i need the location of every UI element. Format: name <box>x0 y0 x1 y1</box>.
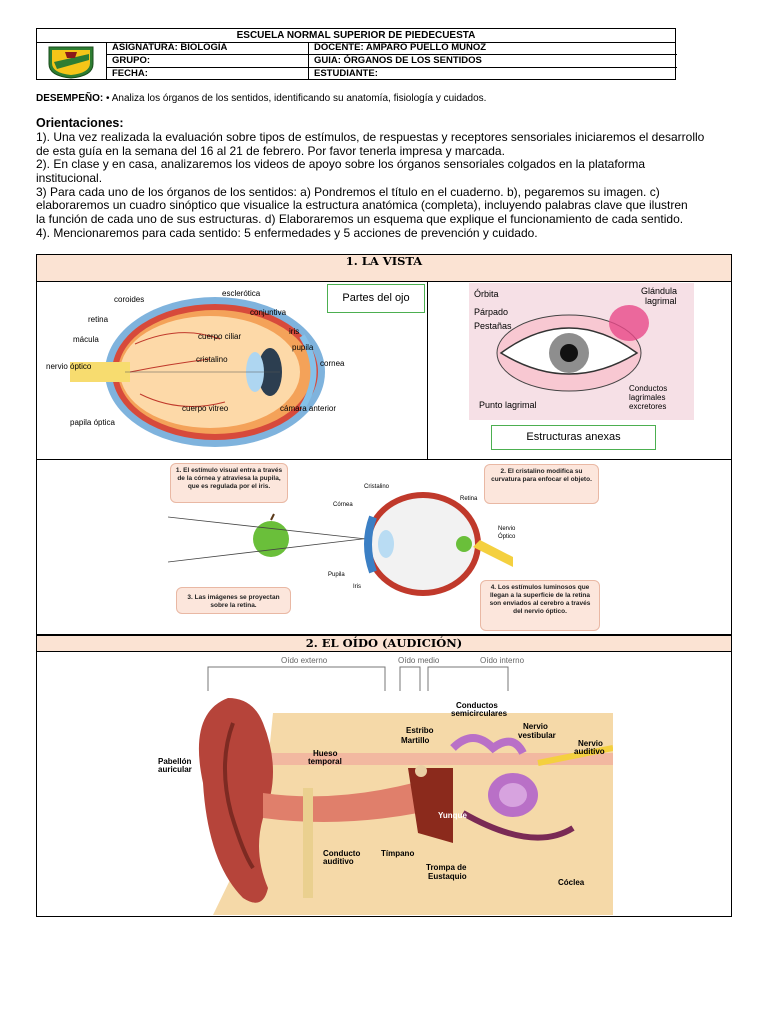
desempeno-text: • Analiza los órganos de los sentidos, i… <box>103 93 487 104</box>
label-pestanas: Pestañas <box>474 321 512 331</box>
label-pupila: pupila <box>292 343 314 352</box>
desempeno: DESEMPEÑO: • Analiza los órganos de los … <box>36 93 486 104</box>
label-parpado: Párpado <box>474 307 508 317</box>
label-timpano: Tímpano <box>381 849 414 858</box>
orientaciones-title: Orientaciones: <box>36 116 124 130</box>
label-cuerpo-vitreo: cuerpo vitreo <box>182 404 229 413</box>
label-retina-proc: Retina <box>460 496 478 502</box>
label-yunque: Yunque <box>438 811 467 820</box>
label-conductos-1: Conductos <box>456 701 498 710</box>
label-martillo: Martillo <box>401 736 430 745</box>
label-coroides: coroides <box>114 295 144 304</box>
label-oido-externo: Oído externo <box>281 656 328 665</box>
header-table: ESCUELA NORMAL SUPERIOR DE PIEDECUESTA A… <box>36 28 677 80</box>
label-nervio-proc-1: Nervio <box>498 526 516 532</box>
guia: GUIA: ÓRGANOS DE LOS SENTIDOS <box>314 55 482 66</box>
label-esclerotica: esclerótica <box>222 289 261 298</box>
label-glandula-2: lagrimal <box>645 296 677 306</box>
label-conducto-1: Conducto <box>323 849 360 858</box>
label-oido-medio: Oído medio <box>398 656 440 665</box>
label-coclea: Cóclea <box>558 878 585 887</box>
docente: DOCENTE: AMPARO PUELLO MUÑOZ <box>314 42 487 53</box>
label-cornea-proc: Córnea <box>333 502 353 508</box>
label-macula: mácula <box>73 335 99 344</box>
label-trompa-1: Trompa de <box>426 863 467 872</box>
estudiante: ESTUDIANTE: <box>314 68 378 79</box>
orient-p1b: de esta guía en la semana del 16 al 21 d… <box>36 144 505 158</box>
label-hueso-1: Hueso <box>313 749 338 758</box>
label-orbita: Órbita <box>474 289 499 299</box>
school-name: ESCUELA NORMAL SUPERIOR DE PIEDECUESTA <box>37 29 675 43</box>
orient-p1a: 1). Una vez realizada la evaluación sobr… <box>36 130 705 144</box>
eye-annex-diagram: Órbita Párpado Pestañas Glándula lagrima… <box>469 283 694 420</box>
orient-p3c: la función de cada uno de sus estructura… <box>36 212 684 226</box>
step-2-callout: 2. El cristalino modifica su curvatura p… <box>484 464 599 504</box>
step-4-callout: 4. Los estímulos luminosos que llegan a … <box>480 580 600 631</box>
label-conductos-3: excretores <box>629 402 666 411</box>
vista-frame <box>36 281 732 635</box>
label-conductos-2: semicirculares <box>451 709 508 718</box>
label-nervio-aud-1: Nervio <box>578 739 603 748</box>
label-cristalino-proc: Cristalino <box>364 484 390 490</box>
label-retina: retina <box>88 315 109 324</box>
oido-title: 2. EL OÍDO (AUDICIÓN) <box>36 635 732 652</box>
label-cristalino: cristalino <box>196 355 228 364</box>
label-glandula-1: Glándula <box>641 286 677 296</box>
orient-p2a: 2). En clase y en casa, analizaremos los… <box>36 157 646 171</box>
oido-frame <box>36 651 732 917</box>
label-conductos-1: Conductos <box>629 384 667 393</box>
label-oido-interno: Oído interno <box>480 656 525 665</box>
step-3-callout: 3. Las imágenes se proyectan sobre la re… <box>176 587 291 614</box>
label-cuerpo-ciliar: cuerpo ciliar <box>198 332 241 341</box>
vista-title: 1. LA VISTA <box>36 254 732 282</box>
label-trompa-2: Eustaquio <box>428 872 467 881</box>
desempeno-label: DESEMPEÑO: <box>36 93 104 104</box>
school-logo <box>37 42 107 80</box>
label-punto-lagrimal: Punto lagrimal <box>479 400 537 410</box>
step-1-callout: 1. El estímulo visual entra a través de … <box>170 463 288 503</box>
orient-p2b: institucional. <box>36 171 103 185</box>
label-nervio-proc-2: Óptico <box>498 533 516 540</box>
label-iris-proc: Iris <box>353 584 361 590</box>
label-pabellon-1: Pabellón <box>158 757 191 766</box>
label-camara-anterior: cámara anterior <box>280 404 336 413</box>
partes-del-ojo-label: Partes del ojo <box>327 284 425 313</box>
orient-p3a: 3) Para cada uno de los órganos de los s… <box>36 185 660 199</box>
ear-anatomy-diagram: Oído externo Oído medio Oído interno Con… <box>153 653 613 915</box>
label-papila-optica: papila óptica <box>70 418 115 427</box>
label-pupila-proc: Pupila <box>328 572 345 578</box>
label-conductos-2: lagrimales <box>629 393 665 402</box>
label-nervio-vest-2: vestibular <box>518 731 556 740</box>
orient-p3b: elaboraremos un cuadro sinóptico que vis… <box>36 198 688 212</box>
label-estribo: Estribo <box>406 726 434 735</box>
grupo: GRUPO: <box>112 55 150 66</box>
label-conjuntiva: conjuntiva <box>250 308 287 317</box>
asignatura: ASIGNATURA: BIOLOGÍA <box>112 42 228 53</box>
label-nervio-optico: nervio óptico <box>46 362 92 371</box>
shield-icon <box>48 46 94 79</box>
orient-p4: 4). Mencionaremos para cada sentido: 5 e… <box>36 226 538 240</box>
label-nervio-vest-1: Nervio <box>523 722 548 731</box>
estructuras-anexas-label: Estructuras anexas <box>491 425 656 450</box>
label-nervio-aud-2: auditivo <box>574 747 605 756</box>
label-hueso-2: temporal <box>308 757 342 766</box>
label-pabellon-2: auricular <box>158 765 192 774</box>
label-cornea: cornea <box>320 359 345 368</box>
label-iris: iris <box>289 327 299 336</box>
eye-anatomy-diagram: esclerótica coroides conjuntiva retina i… <box>40 284 370 456</box>
fecha: FECHA: <box>112 68 148 79</box>
label-conducto-2: auditivo <box>323 857 354 866</box>
